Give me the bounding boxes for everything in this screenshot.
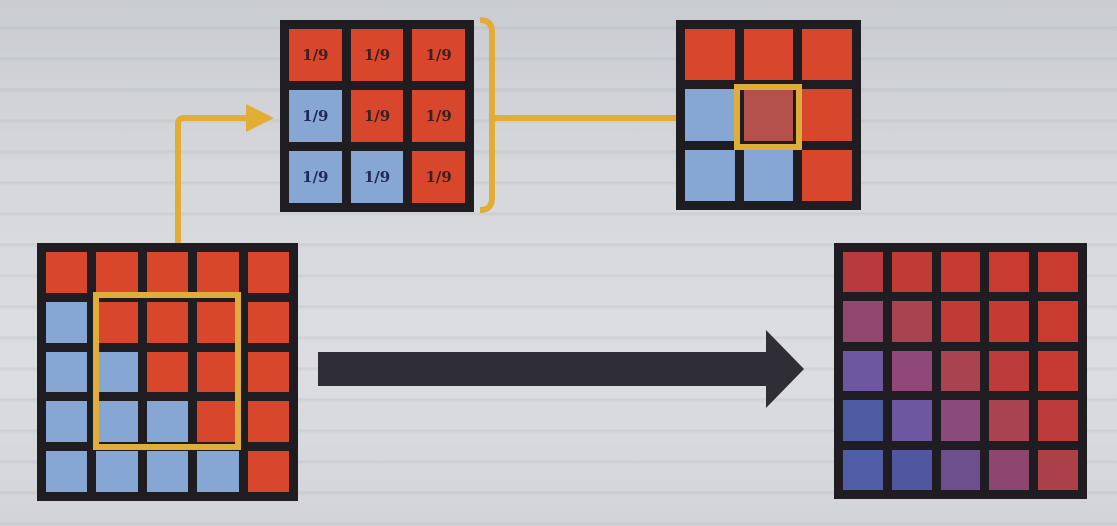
kernel-bracket [479, 17, 495, 213]
output-image-cell [843, 449, 883, 490]
output-image-cell [989, 350, 1030, 392]
source-image-cell [46, 351, 88, 393]
kernel-cell: 1/9 [412, 151, 465, 203]
source-image-cell [96, 301, 138, 343]
output-image-cell [1038, 449, 1078, 490]
source-image-cell [96, 351, 138, 393]
source-image-cell [247, 451, 289, 492]
kernel-weight-label: 1/9 [363, 168, 391, 186]
source-image-cell [46, 301, 88, 343]
kernel-weight-label: 1/9 [425, 107, 452, 125]
kernel-weight-label: 1/9 [425, 168, 452, 186]
patch-result-cell [685, 29, 735, 81]
output-image-cell [940, 449, 981, 490]
kernel-cell: 1/9 [412, 90, 465, 142]
source-image-cell [96, 401, 138, 443]
kernel-input-arrow [175, 115, 250, 292]
source-image-cell [197, 451, 239, 492]
source-image-cell [197, 252, 239, 293]
source-image-cell [247, 351, 289, 393]
output-image-cell [1038, 301, 1078, 342]
output-image-cell [891, 252, 932, 293]
kernel-cell: 1/9 [350, 90, 404, 142]
kernel-cell: 1/9 [350, 151, 404, 203]
kernel-weight-label: 1/9 [302, 46, 329, 64]
output-image-cell [940, 400, 981, 441]
source-image-cell [197, 351, 239, 393]
patch-result-cell [743, 89, 794, 141]
source-image-cell [247, 301, 289, 343]
big-arrow-shaft [318, 352, 766, 386]
kernel-weight-label: 1/9 [302, 107, 329, 125]
source-image-cell [146, 351, 189, 393]
kernel-weight-label: 1/9 [363, 46, 391, 64]
source-image-cell [46, 451, 88, 492]
patch-result-cell [802, 29, 852, 81]
patch-result-grid [676, 20, 861, 210]
kernel-cell: 1/9 [289, 29, 342, 81]
kernel-weight-label: 1/9 [425, 46, 452, 64]
kernel-cell: 1/9 [289, 151, 342, 203]
kernel-cell: 1/9 [412, 29, 465, 81]
output-image-cell [891, 301, 932, 342]
output-image-cell [843, 400, 883, 441]
source-image-grid [37, 243, 298, 501]
source-image-cell [46, 401, 88, 443]
kernel-cell: 1/9 [350, 29, 404, 81]
patch-result-cell [802, 149, 852, 201]
source-image-cell [96, 451, 138, 492]
output-image-cell [940, 252, 981, 293]
patch-result-cell [685, 149, 735, 201]
source-image-cell [197, 401, 239, 443]
output-image-cell [1038, 252, 1078, 293]
kernel-input-arrowhead [246, 104, 274, 132]
output-image-cell [989, 301, 1030, 342]
kernel-weight-label: 1/9 [302, 168, 329, 186]
output-image-cell [843, 350, 883, 392]
kernel-cell: 1/9 [289, 90, 342, 142]
source-image-cell [146, 301, 189, 343]
kernel-weight-label: 1/9 [363, 107, 391, 125]
output-image-grid [834, 243, 1087, 499]
source-image-cell [146, 451, 189, 492]
kernel-grid: 1/9 1/9 1/9 1/9 1/9 1/9 1/9 1/9 1/9 [280, 20, 474, 212]
output-image-cell [989, 400, 1030, 441]
source-image-cell [46, 252, 88, 293]
source-image-cell [96, 252, 138, 293]
output-image-cell [989, 252, 1030, 293]
output-image-cell [940, 350, 981, 392]
output-image-cell [891, 400, 932, 441]
source-image-cell [247, 401, 289, 443]
patch-result-cell [685, 89, 735, 141]
patch-center-highlight [734, 84, 802, 150]
patch-result-cell [743, 149, 794, 201]
output-image-cell [891, 449, 932, 490]
output-image-cell [1038, 400, 1078, 441]
source-window-highlight [93, 292, 241, 450]
output-image-cell [891, 350, 932, 392]
source-image-cell [146, 401, 189, 443]
big-arrow-head [766, 330, 804, 408]
output-image-cell [989, 449, 1030, 490]
output-image-cell [843, 252, 883, 293]
output-image-cell [940, 301, 981, 342]
patch-result-cell [802, 89, 852, 141]
output-image-cell [1038, 350, 1078, 392]
source-image-cell [146, 252, 189, 293]
output-image-cell [843, 301, 883, 342]
source-image-cell [197, 301, 239, 343]
patch-result-cell [743, 29, 794, 81]
source-image-cell [247, 252, 289, 293]
